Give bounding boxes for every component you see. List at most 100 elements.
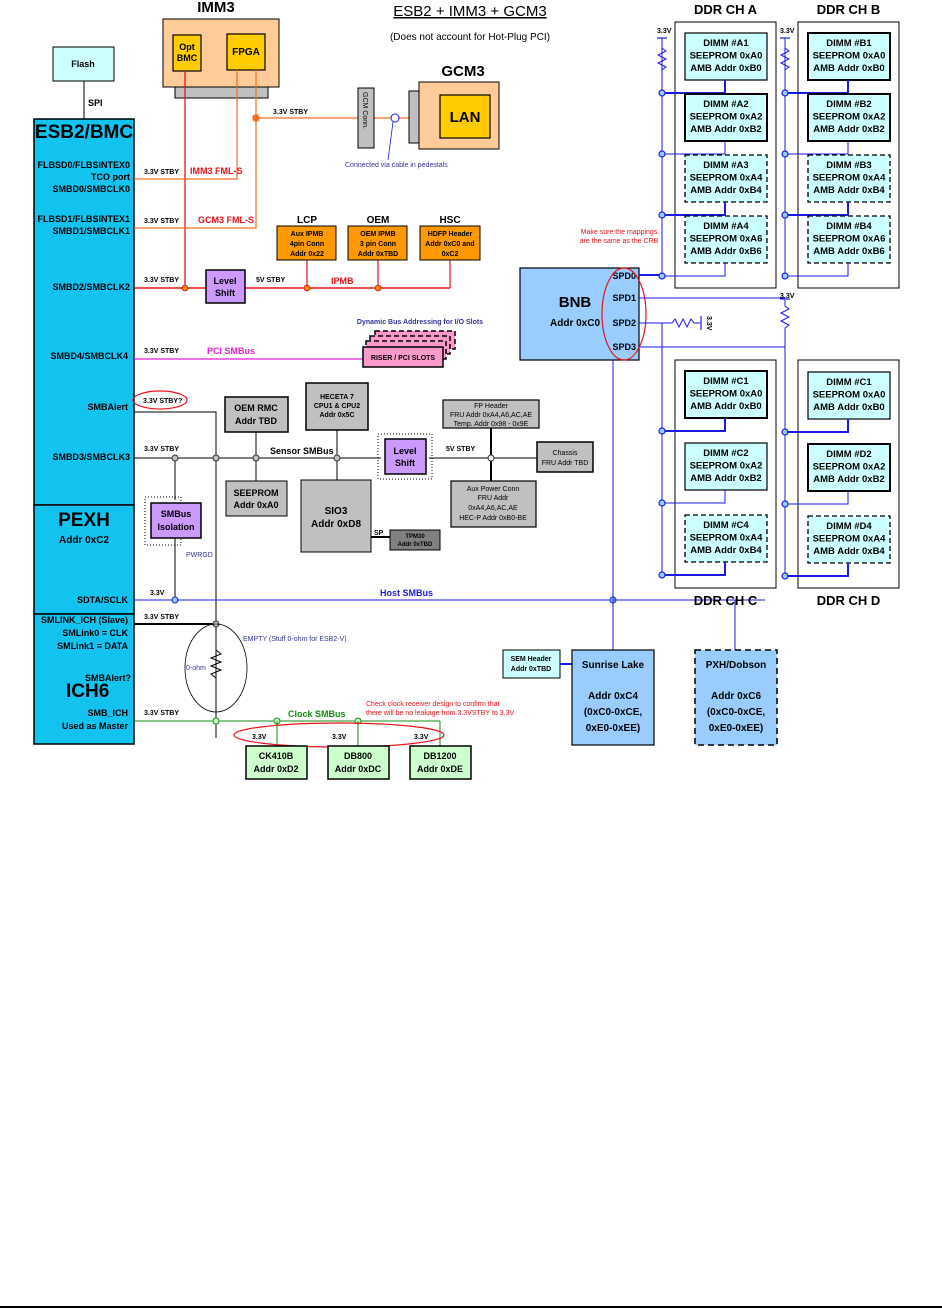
- device-line: HDFP Header: [428, 231, 473, 238]
- esb2-pin: SMBAlert: [87, 402, 128, 412]
- voltage-label: 3.3V STBY: [144, 710, 179, 717]
- box-line: Temp. Addr 0x98 - 0x9E: [454, 421, 529, 428]
- sem-header-box: SEM Header Addr 0xTBD: [502, 649, 572, 679]
- box-line: DB800: [344, 751, 372, 761]
- box-line: SEEPROM: [233, 488, 278, 498]
- bus-label-pci: PCI SMBus: [207, 346, 255, 356]
- junction-dot: [658, 211, 666, 219]
- device-header: LCP: [297, 215, 317, 226]
- dimm-label: DIMM #D4: [826, 521, 872, 532]
- level-shift-sensor: Level Shift: [377, 433, 433, 480]
- ich6-title: ICH6: [66, 681, 109, 702]
- sensor-smbus: [134, 411, 537, 738]
- dimm-smbus-wire: [785, 202, 849, 216]
- spi-label: SPI: [88, 98, 103, 108]
- dimm-label: DIMM #B2: [826, 99, 871, 110]
- dimm-label: SEEPROM 0xA0: [813, 51, 886, 62]
- dimm-label: SEEPROM 0xA4: [690, 533, 764, 544]
- box-line: (0xC0-0xCE,: [584, 707, 643, 718]
- dimm-label: AMB Addr 0xB4: [813, 185, 885, 196]
- flash-block: Flash SPI: [52, 46, 115, 119]
- level-shift-label: Level: [393, 446, 416, 456]
- dimm-label: SEEPROM 0xA2: [813, 462, 886, 473]
- bus-label-clock: Clock SMBus: [288, 709, 346, 719]
- seeprom-box: SEEPROM Addr 0xA0: [225, 480, 288, 517]
- ich6-pin: SMLink1 = DATA: [57, 641, 128, 651]
- device-line: 4pin Conn: [290, 241, 324, 248]
- voltage-label: 3.3V STBY: [144, 169, 179, 176]
- clock-note: there will be no leakage from 3.3VSTBY t…: [366, 710, 514, 717]
- channel-frame: [674, 21, 777, 289]
- channel-label: DDR CH B: [817, 2, 881, 17]
- voltage-label: 3.3V STBY: [144, 277, 179, 284]
- junction-dot: [658, 571, 666, 579]
- ich6-block: SMLINK_ICH (Slave) SMLink0 = CLK SMLink1…: [33, 613, 135, 745]
- tpm30-box: TPM30 Addr 0xTBD: [389, 529, 441, 551]
- esb2-title: ESB2/BMC: [35, 122, 133, 143]
- box-line: DB1200: [423, 751, 456, 761]
- dimm-smbus-wire: [662, 263, 726, 277]
- empty-note: EMPTY (Stuff 0-ohm for ESB2-V): [243, 636, 347, 643]
- channel-frame: [797, 21, 900, 289]
- box-line: Addr 0xA0: [233, 500, 278, 510]
- dimm-label: AMB Addr 0xB6: [813, 246, 884, 257]
- box-line: 0xE0-0xEE): [709, 723, 763, 734]
- level-shift-ipmb: Level Shift: [205, 269, 246, 304]
- box-line: HECETA 7: [320, 394, 354, 401]
- box-line: PXH/Dobson: [706, 660, 767, 671]
- device-header: OEM: [367, 215, 390, 226]
- esb2-pin: FLBSD1/FLBSINTEX1: [37, 214, 130, 224]
- opt-bmc-label: Opt: [179, 42, 195, 52]
- box-line: FRU Addr TBD: [542, 460, 589, 467]
- device-line: 3 pin Conn: [360, 241, 396, 248]
- riser-label: RISER / PCI SLOTS: [371, 355, 436, 362]
- dimm-smbus-wire: [662, 141, 726, 155]
- box-line: Addr 0x5C: [319, 412, 354, 419]
- diagram-title: ESB2 + IMM3 + GCM3: [393, 3, 546, 20]
- ich6-pin: SMBAlert?: [85, 673, 131, 683]
- zero-ohm-label: 0-ohm: [186, 665, 206, 672]
- ipmb-device-lcp: LCP Aux IPMB 4pin Conn Addr 0x22: [276, 215, 337, 261]
- voltage-label: 3.3V: [414, 734, 429, 741]
- bus-label-ipmb: IPMB: [331, 276, 354, 286]
- dimm-label: AMB Addr 0xB4: [813, 546, 885, 557]
- voltage-label: 3.3V STBY: [144, 614, 179, 621]
- dimm-label: DIMM #C1: [826, 377, 872, 388]
- clock-device-ck410b: CK410B Addr 0xD2: [245, 745, 308, 780]
- dimm-label: AMB Addr 0xB0: [690, 401, 761, 412]
- box-line: Addr 0xDC: [335, 764, 382, 774]
- flash-label: Flash: [71, 59, 95, 69]
- box-line: Addr 0xC4: [588, 691, 638, 702]
- ich6-pin: SMLINK_ICH (Slave): [41, 615, 128, 625]
- dimm-label: AMB Addr 0xB2: [690, 473, 761, 484]
- dimm-label: DIMM #A1: [703, 38, 749, 49]
- pexh-title: PEXH: [58, 510, 110, 531]
- junction-dot: [781, 500, 789, 508]
- dimm-smbus-wire: [785, 491, 849, 505]
- level-shift-label: Shift: [395, 458, 415, 468]
- esb2-pin: SMBD3/SMBCLK3: [52, 452, 130, 462]
- sio3-box: SIO3 Addr 0xD8: [300, 479, 372, 553]
- clock-note: Check clock receiver design to confirm t…: [366, 701, 499, 708]
- voltage-label: 3.3V STBY: [273, 109, 308, 116]
- box-line: SIO3: [325, 506, 348, 517]
- channel-label: DDR CH A: [694, 2, 758, 17]
- dimm-label: AMB Addr 0xB4: [690, 185, 762, 196]
- dimm-label: DIMM #B3: [826, 160, 871, 171]
- esb2-pin: TCO port: [91, 172, 130, 182]
- box-line: FRU Addr: [478, 495, 509, 502]
- box-line: HEC-P Addr 0xB0-BE: [459, 515, 527, 522]
- pexh-block: PEXH Addr 0xC2 SDTA/SCLK: [33, 504, 135, 615]
- imm3-wires: [134, 70, 410, 288]
- isolation-label: SMBus: [161, 509, 192, 519]
- level-shift-label: Shift: [215, 288, 235, 298]
- gcm3-title: GCM3: [441, 63, 484, 80]
- channel-frame: [797, 359, 900, 589]
